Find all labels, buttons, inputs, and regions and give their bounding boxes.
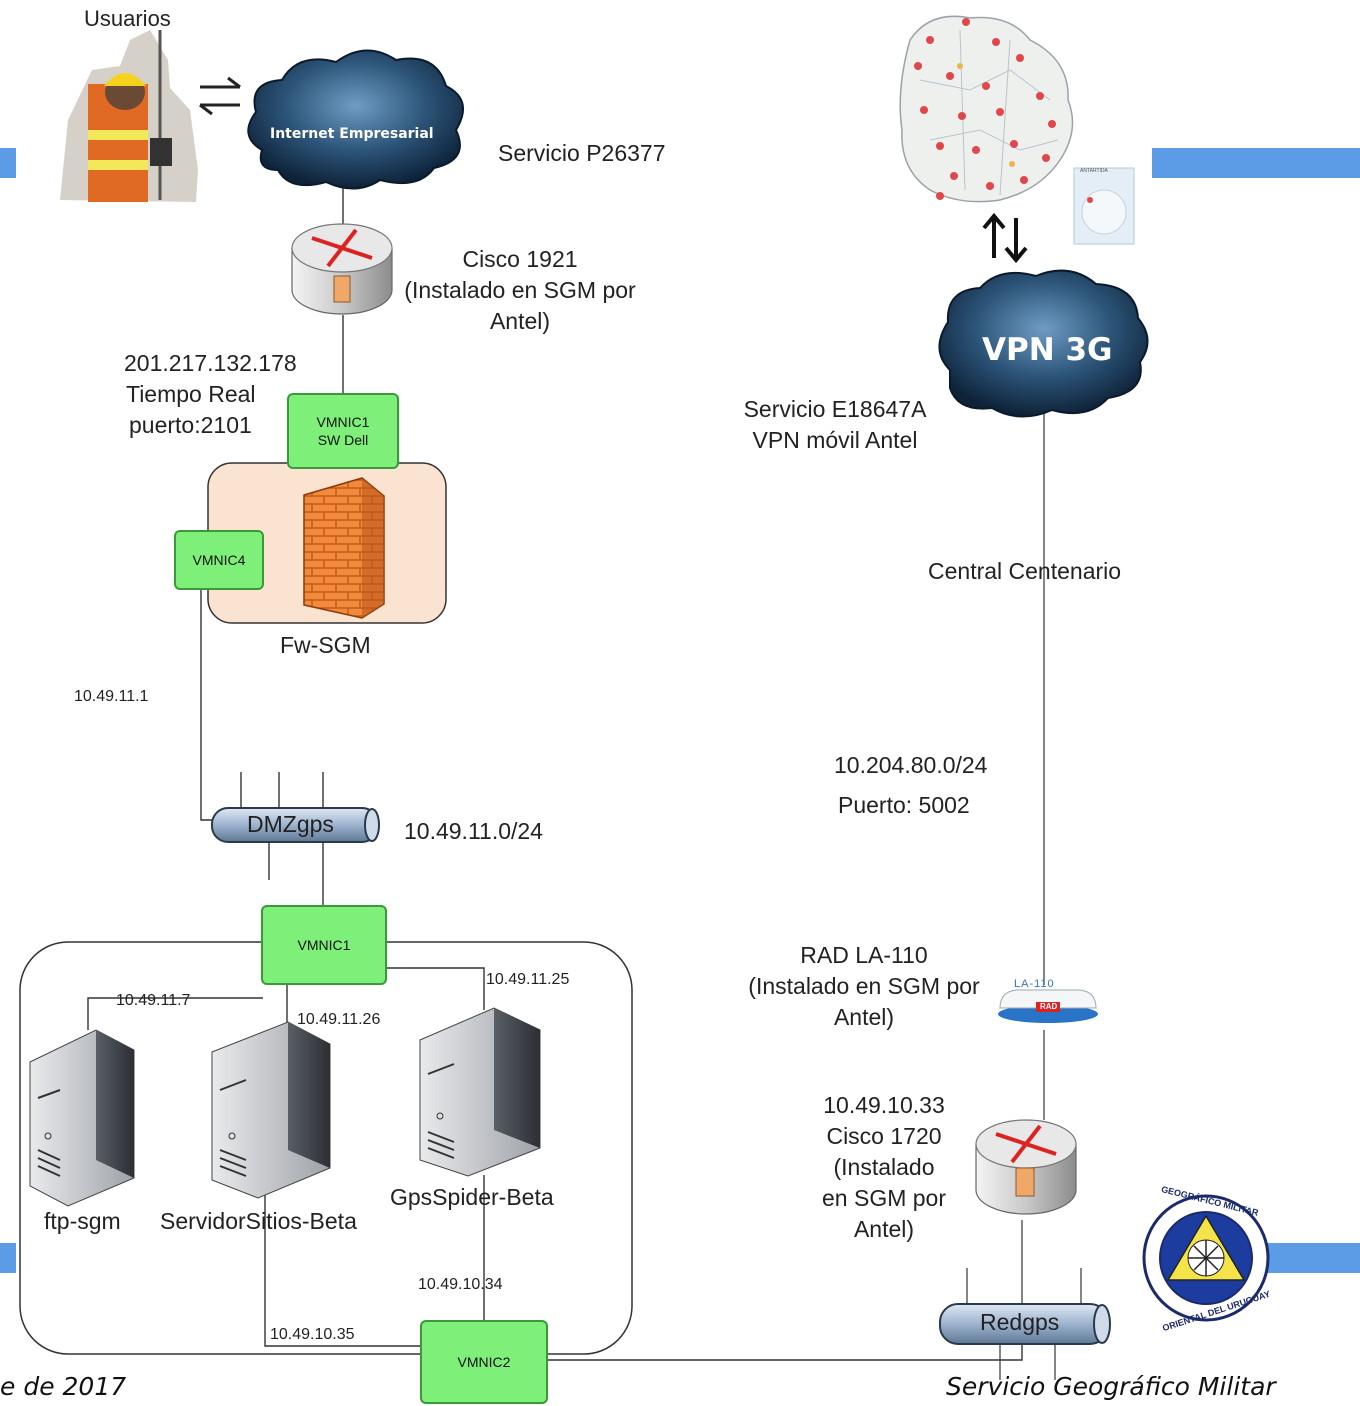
left-band-top bbox=[0, 148, 16, 178]
antartida-label: ANTARTIDA bbox=[1080, 168, 1108, 174]
server-spider-icon bbox=[419, 1007, 541, 1177]
firewall-icon bbox=[303, 477, 385, 619]
users-label: Usuarios bbox=[84, 6, 171, 31]
cisco-1720-router-icon bbox=[975, 1119, 1077, 1215]
footer-date: e de 2017 bbox=[0, 1372, 127, 1401]
vpn-cloud bbox=[938, 269, 1149, 418]
dmz-bus bbox=[211, 807, 380, 843]
redgps-bus bbox=[939, 1303, 1111, 1345]
server-sitios-icon bbox=[211, 1021, 331, 1199]
footer-organization: Servicio Geográfico Militar bbox=[946, 1372, 1276, 1401]
vmnic1-host-box: VMNIC1 bbox=[261, 905, 387, 985]
users-photo bbox=[60, 30, 198, 202]
vmnic2-box: VMNIC2 bbox=[420, 1320, 548, 1404]
server-ftp-icon bbox=[29, 1029, 135, 1207]
sgm-logo-seal bbox=[1142, 1194, 1270, 1322]
server-spider-label: GpsSpider-Beta bbox=[390, 1184, 554, 1210]
central-centenario-label: Central Centenario bbox=[928, 558, 1122, 584]
firewall-label: Fw-SGM bbox=[280, 632, 371, 658]
right-band-top bbox=[1152, 148, 1360, 178]
cisco-1921-router-icon bbox=[291, 223, 393, 315]
vpn-net-label: 10.204.80.0/24 bbox=[834, 752, 988, 778]
ip-sitios-2: 10.49.10.35 bbox=[270, 1326, 355, 1343]
server-sitios-label: ServidorSitios-Beta bbox=[160, 1208, 357, 1234]
ip-10-49-11-1: 10.49.11.1 bbox=[74, 688, 149, 705]
antartida-inset bbox=[1073, 167, 1135, 245]
vmnic4-box: VMNIC4 bbox=[174, 530, 264, 590]
updown-arrows bbox=[982, 212, 1028, 264]
redgps-bus-label: Redgps bbox=[980, 1309, 1060, 1335]
rad-la110-device-icon bbox=[998, 989, 1098, 1023]
vpn-port-label: Puerto: 5002 bbox=[838, 792, 970, 818]
right-links bbox=[966, 410, 1082, 1380]
rad-brand-text: RAD bbox=[1040, 1002, 1058, 1011]
rad-device-text: LA-110 bbox=[1014, 978, 1055, 990]
server-ftp-label: ftp-sgm bbox=[44, 1208, 121, 1234]
internet-cloud-label: Internet Empresarial bbox=[270, 126, 434, 142]
uruguay-map bbox=[899, 15, 1074, 203]
swap-arrows bbox=[199, 76, 241, 116]
vpn-cloud-label: VPN 3G bbox=[982, 332, 1113, 368]
right-band-bottom bbox=[1262, 1243, 1360, 1273]
service-p26377: Servicio P26377 bbox=[498, 140, 666, 166]
internet-cloud bbox=[247, 49, 465, 190]
ip-spider: 10.49.11.25 bbox=[486, 971, 570, 988]
ip-sitios: 10.49.11.26 bbox=[297, 1011, 381, 1028]
dmz-net-label: 10.49.11.0/24 bbox=[404, 818, 543, 844]
ip-spider-2: 10.49.10.34 bbox=[418, 1276, 503, 1293]
left-band-bottom bbox=[0, 1243, 16, 1273]
ip-ftp: 10.49.11.7 bbox=[116, 992, 191, 1009]
dmz-bus-label: DMZgps bbox=[247, 811, 334, 837]
